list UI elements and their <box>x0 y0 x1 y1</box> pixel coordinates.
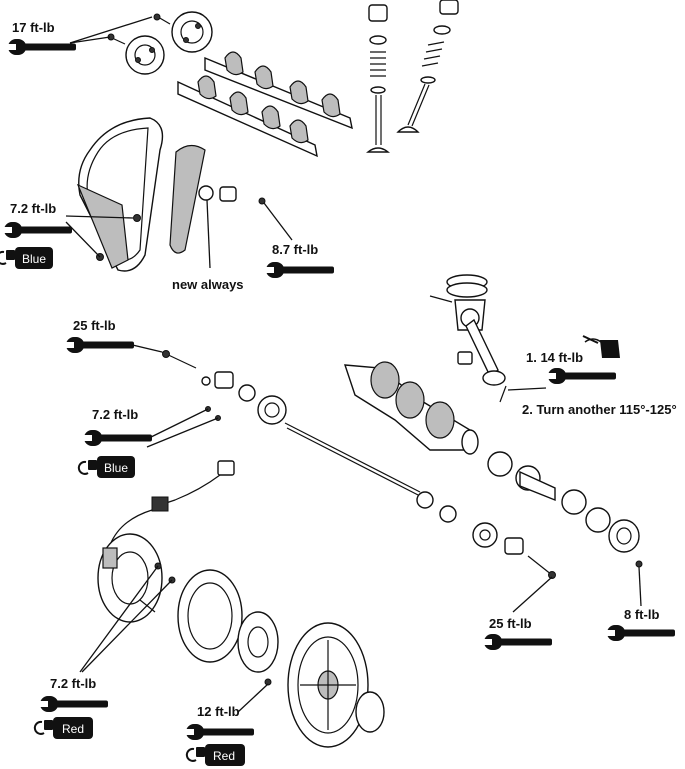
cam-sprockets <box>107 11 213 75</box>
threadlock-bottle-icon <box>77 456 135 478</box>
bearing-torque-label: 8 ft-lb <box>624 607 659 622</box>
tensioner-note: new always <box>172 277 244 292</box>
flywheel <box>287 622 385 748</box>
output-torque-label: 25 ft-lb <box>489 616 532 631</box>
oil-can-icon <box>582 335 620 358</box>
wrench-icon <box>265 262 334 278</box>
stator-torque-label: 7.2 ft-lb <box>50 676 96 691</box>
threadlock-bottle-icon <box>0 247 53 269</box>
piston-conrod <box>429 274 507 403</box>
rotor-threadlock-tag: Red <box>213 749 235 763</box>
wrench-icon <box>83 430 152 446</box>
timing-chain <box>76 117 206 272</box>
threadlock-bottle-icon <box>33 717 93 739</box>
leader-lines <box>65 16 642 713</box>
rotor <box>177 569 279 686</box>
chain-guide-torque-label: 7.2 ft-lb <box>10 201 56 216</box>
wrench-icon <box>483 634 552 650</box>
conrod-torque-step-2: 2. Turn another 115°-125° <box>522 402 677 417</box>
wrench-icon <box>7 39 76 55</box>
camshafts <box>177 51 353 158</box>
crank-bolt-torque-label: 25 ft-lb <box>73 318 116 333</box>
valve-assemblies <box>366 0 459 153</box>
drive-shaft <box>161 350 556 579</box>
chain-guide-threadlock-tag: Blue <box>22 252 46 266</box>
wrench-icon <box>606 625 675 641</box>
cam-sprocket-torque-label: 17 ft-lb <box>12 20 55 35</box>
wrench-icon <box>3 222 72 238</box>
wrench-icon <box>547 368 616 384</box>
wrench-icon <box>65 337 134 353</box>
chain-tensioner <box>198 185 266 205</box>
wrench-icon <box>39 696 108 712</box>
pickup-torque-label: 7.2 ft-lb <box>92 407 138 422</box>
rotor-torque-label: 12 ft-lb <box>197 704 240 719</box>
conrod-torque-step-1: 1. 14 ft-lb <box>526 350 583 365</box>
stator <box>97 533 176 623</box>
tensioner-torque-label: 8.7 ft-lb <box>272 242 318 257</box>
threadlock-bottle-icon <box>185 744 245 766</box>
stator-threadlock-tag: Red <box>62 722 84 736</box>
wrench-icon <box>185 724 254 740</box>
crankshaft <box>343 361 643 568</box>
pickup-threadlock-tag: Blue <box>104 461 128 475</box>
